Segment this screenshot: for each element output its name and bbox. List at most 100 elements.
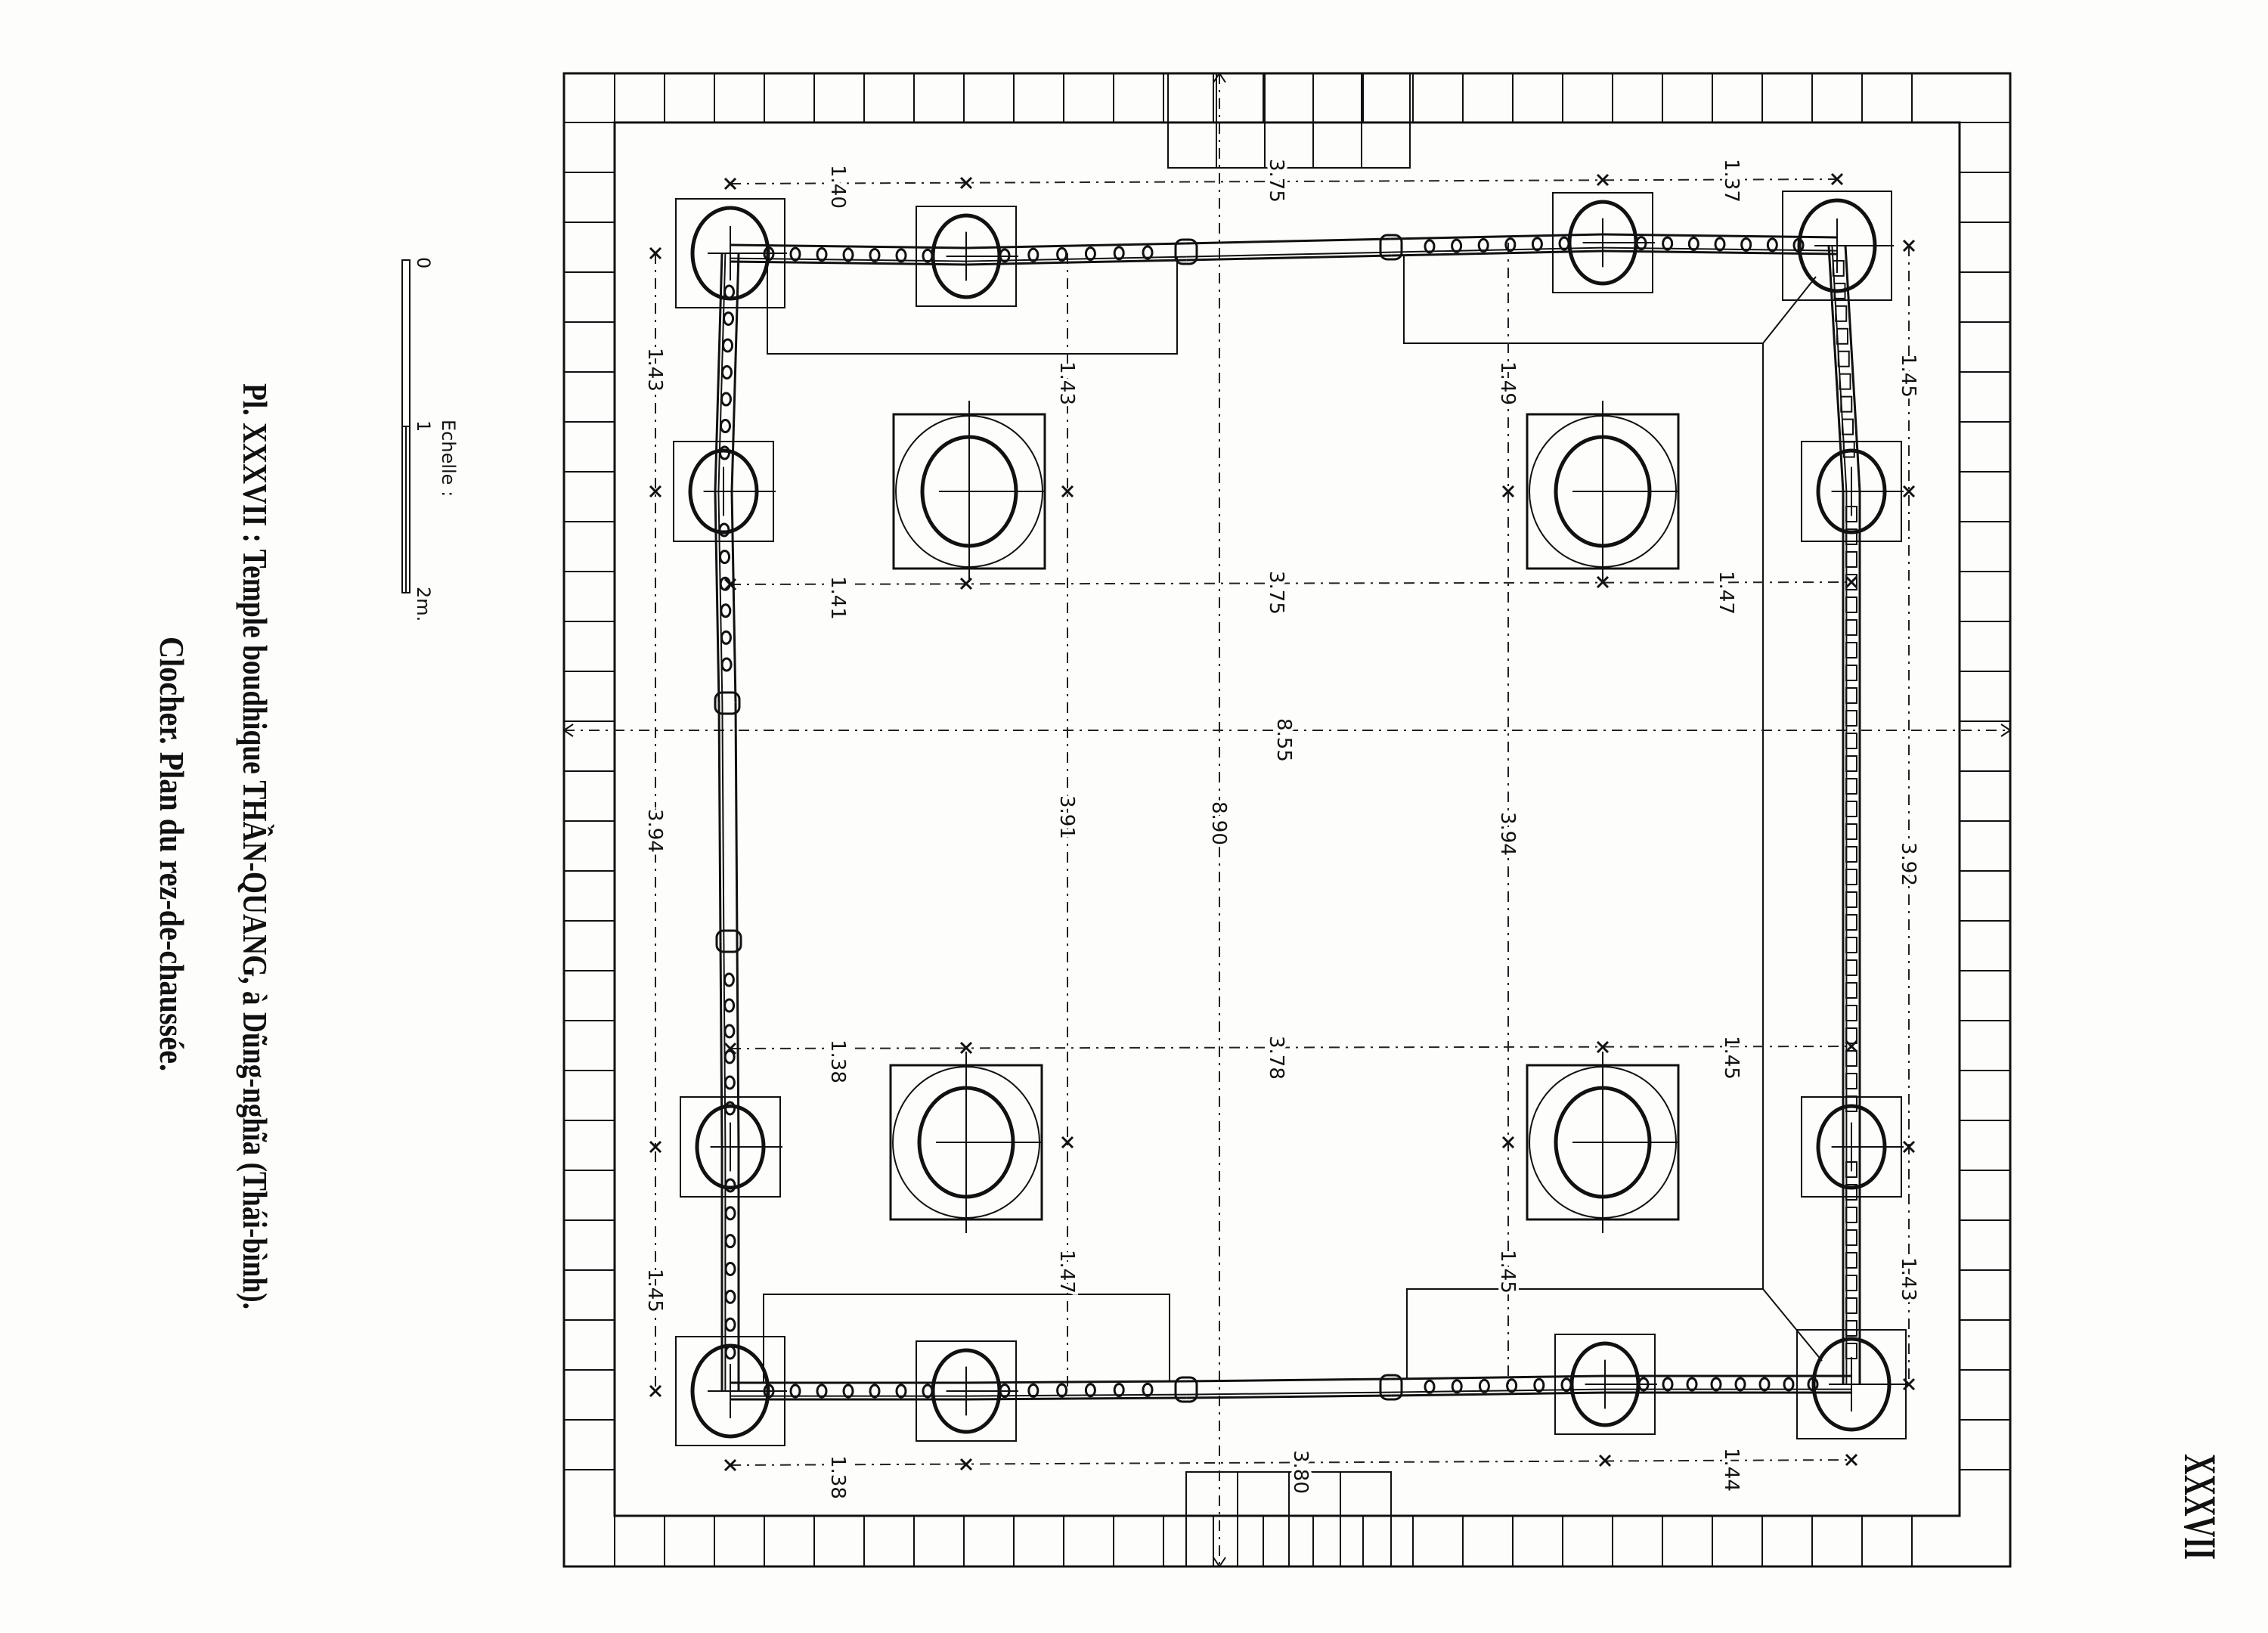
wall-chain-link (1845, 1050, 1857, 1067)
wall-opening (719, 419, 731, 434)
wall-chain-link (1845, 937, 1857, 953)
wall-opening (842, 1384, 854, 1399)
wall-opening (816, 1384, 828, 1399)
wall-chain-link (1845, 778, 1857, 795)
dimension-tick (959, 1458, 973, 1471)
wall-opening (724, 1262, 736, 1276)
dim-label: 8.55 (1272, 718, 1295, 762)
pillar-axis (939, 401, 1045, 582)
wall-chain-link (1845, 574, 1857, 590)
floor-outlines (763, 255, 1823, 1382)
wall-opening (719, 576, 731, 591)
wall-post (1379, 1374, 1403, 1401)
dimension-tick (1501, 1136, 1515, 1149)
wall-opening (1506, 1378, 1518, 1393)
wall-opening (1113, 1383, 1125, 1398)
wall-edge (721, 703, 725, 942)
wall-opening (869, 247, 881, 262)
dim-label: 1.43 (1055, 361, 1078, 405)
wall-opening (1740, 237, 1752, 252)
wall-opening (719, 550, 731, 565)
wall-opening (723, 311, 735, 326)
scale-label: Echelle : (438, 420, 459, 497)
dim-label: 1.45 (643, 1269, 666, 1312)
dim-label: 1.43 (643, 348, 666, 392)
wall-chain-link (1845, 1073, 1857, 1089)
dimension-tick (959, 1041, 973, 1055)
wall-chain-link (1832, 259, 1845, 277)
dim-label: 3.75 (1265, 159, 1287, 203)
wall-edge (1186, 254, 1392, 262)
dimension-tick (649, 1140, 662, 1154)
wall-edge (723, 941, 727, 1148)
dimension-tick (1902, 239, 1916, 253)
scale-tick-1: 1 (413, 420, 434, 432)
dim-label: 3.75 (1265, 571, 1287, 615)
wall-opening (1533, 1377, 1545, 1393)
dimension-tick (649, 1384, 662, 1398)
wall-opening (1662, 236, 1674, 251)
wall-chain-link (1845, 1005, 1857, 1021)
wall-chain-link (1845, 1320, 1857, 1337)
wall-edge (1186, 251, 1392, 258)
paving-tiles (564, 73, 2010, 1566)
dimension-tick (723, 177, 737, 191)
wall-opening (816, 247, 828, 262)
wall-opening (1084, 246, 1096, 262)
wall-chain-link (1845, 551, 1857, 568)
dimension-tick (1501, 485, 1515, 498)
column-axis (1831, 1122, 1904, 1172)
wall-chain-link (1845, 1095, 1857, 1112)
wall-opening (1056, 246, 1068, 262)
wall-chain-link (1845, 619, 1857, 636)
top-step-block (1167, 73, 1411, 169)
dimension-tick (723, 1458, 737, 1472)
wall-chain-link (1845, 665, 1857, 681)
wall-opening (842, 247, 854, 262)
dim-label: 1.45 (1720, 1036, 1743, 1080)
wall-chain-link (1845, 846, 1857, 863)
column-axis (946, 231, 1018, 281)
wall-chain-link (1845, 1027, 1857, 1044)
paving-border (562, 72, 2012, 1568)
wall-chain-link (1837, 350, 1850, 367)
dim-label: 3.78 (1265, 1036, 1287, 1080)
column-axis (710, 1122, 782, 1172)
wall-opening (1056, 1383, 1068, 1398)
dimension-tick (649, 246, 662, 260)
wall-opening (723, 972, 735, 987)
wall-opening (1424, 1379, 1436, 1394)
column-axis (1582, 218, 1655, 268)
dimension-tick (1598, 1454, 1612, 1467)
dim-label: 1.43 (1897, 1257, 1919, 1301)
dim-label: 1.40 (826, 165, 849, 209)
dim-label: 1.45 (1897, 354, 1919, 398)
wall-edge (1185, 1377, 1391, 1383)
wall-opening (1424, 239, 1436, 254)
wall-post (1379, 234, 1403, 261)
wall-edge (719, 941, 723, 1148)
wall-post (1174, 238, 1198, 265)
wall-opening (1662, 1377, 1674, 1392)
wall-chain-link (1845, 801, 1857, 817)
wall-chain-link (1845, 1275, 1857, 1291)
dimension-tick (1845, 1453, 1858, 1467)
pillar-axis (1572, 401, 1678, 582)
wall-opening (999, 248, 1011, 263)
wall-opening (1027, 1383, 1040, 1398)
dimension-lines (562, 72, 2012, 1568)
wall-chain-link (1835, 305, 1848, 322)
wall-edge (1185, 237, 1391, 245)
wall-chain-link (1845, 1184, 1857, 1201)
wall-chain-link (1845, 914, 1857, 931)
wall-opening (895, 248, 907, 263)
wall-post (714, 691, 741, 715)
dim-label: 1.49 (1496, 361, 1519, 405)
dimension-labels: 1.40 3.75 1.37 1.41 3.75 1.47 8.55 1.38 … (640, 156, 1923, 1502)
wall-opening (724, 1101, 736, 1116)
wall-chain-link (1845, 1343, 1857, 1359)
dimension-tick (1830, 172, 1844, 186)
column-axis (1831, 466, 1904, 516)
wall-edge (966, 1396, 1187, 1401)
